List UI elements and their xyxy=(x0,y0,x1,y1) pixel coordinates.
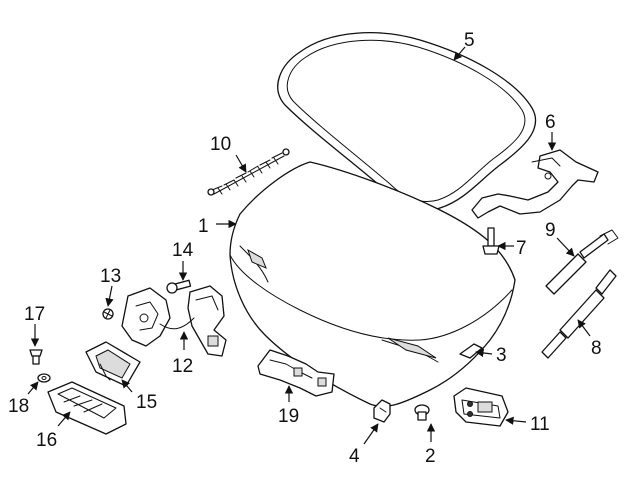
part-4-clip[interactable] xyxy=(373,399,391,423)
callout-8: 8 xyxy=(591,338,602,359)
callout-15: 15 xyxy=(136,392,157,413)
part-17-clip[interactable] xyxy=(29,349,43,365)
leader-16 xyxy=(57,411,71,427)
leader-3 xyxy=(475,348,493,358)
part-2-bumper[interactable] xyxy=(414,404,430,421)
leader-10 xyxy=(235,154,247,173)
leader-5 xyxy=(453,46,466,61)
callout-14: 14 xyxy=(172,240,194,261)
leader-15 xyxy=(121,379,133,393)
part-5-weatherstrip[interactable] xyxy=(277,32,537,211)
part-14-bolt[interactable] xyxy=(166,279,192,294)
part-13-bolt[interactable] xyxy=(102,308,114,320)
callout-10: 10 xyxy=(210,134,231,155)
callout-1: 1 xyxy=(198,216,209,237)
part-15-handle-bezel[interactable] xyxy=(85,341,141,387)
part-10-torsion-spring[interactable] xyxy=(207,148,290,196)
part-1-trunk-lid[interactable] xyxy=(229,161,516,408)
callout-3: 3 xyxy=(496,345,507,366)
leader-18 xyxy=(27,381,39,395)
callout-9: 9 xyxy=(545,220,556,241)
callout-6: 6 xyxy=(545,112,556,133)
callout-16: 16 xyxy=(36,430,57,451)
leader-9 xyxy=(556,237,575,257)
part-3-bumper[interactable] xyxy=(459,343,483,359)
part-11-lock-module[interactable] xyxy=(453,387,509,427)
callout-4: 4 xyxy=(349,446,360,467)
part-7-bolt[interactable] xyxy=(482,227,500,255)
callout-13: 13 xyxy=(100,266,121,287)
callout-labels: 1 2 3 4 5 6 7 8 9 10 11 12 13 14 15 16 1… xyxy=(8,30,602,467)
part-8-gas-strut[interactable] xyxy=(541,269,617,359)
part-6-hinge-bracket[interactable] xyxy=(471,149,599,219)
callout-19: 19 xyxy=(278,406,299,427)
part-12-latch-assembly[interactable] xyxy=(121,285,227,357)
callout-12: 12 xyxy=(172,356,193,377)
callout-7: 7 xyxy=(516,238,527,259)
callout-18: 18 xyxy=(8,396,29,417)
part-9-gas-strut[interactable] xyxy=(545,229,619,295)
callout-11: 11 xyxy=(530,414,550,435)
leader-8 xyxy=(577,319,591,337)
part-19-trim-bracket[interactable] xyxy=(257,349,335,397)
callout-17: 17 xyxy=(24,304,45,325)
part-16-handle[interactable] xyxy=(47,381,127,435)
leader-11 xyxy=(505,416,527,425)
leader-lines xyxy=(27,46,591,445)
callout-2: 2 xyxy=(425,446,436,467)
leader-13 xyxy=(105,285,114,307)
leader-4 xyxy=(363,423,379,445)
part-18-washer[interactable] xyxy=(37,373,51,383)
callout-5: 5 xyxy=(464,30,475,51)
